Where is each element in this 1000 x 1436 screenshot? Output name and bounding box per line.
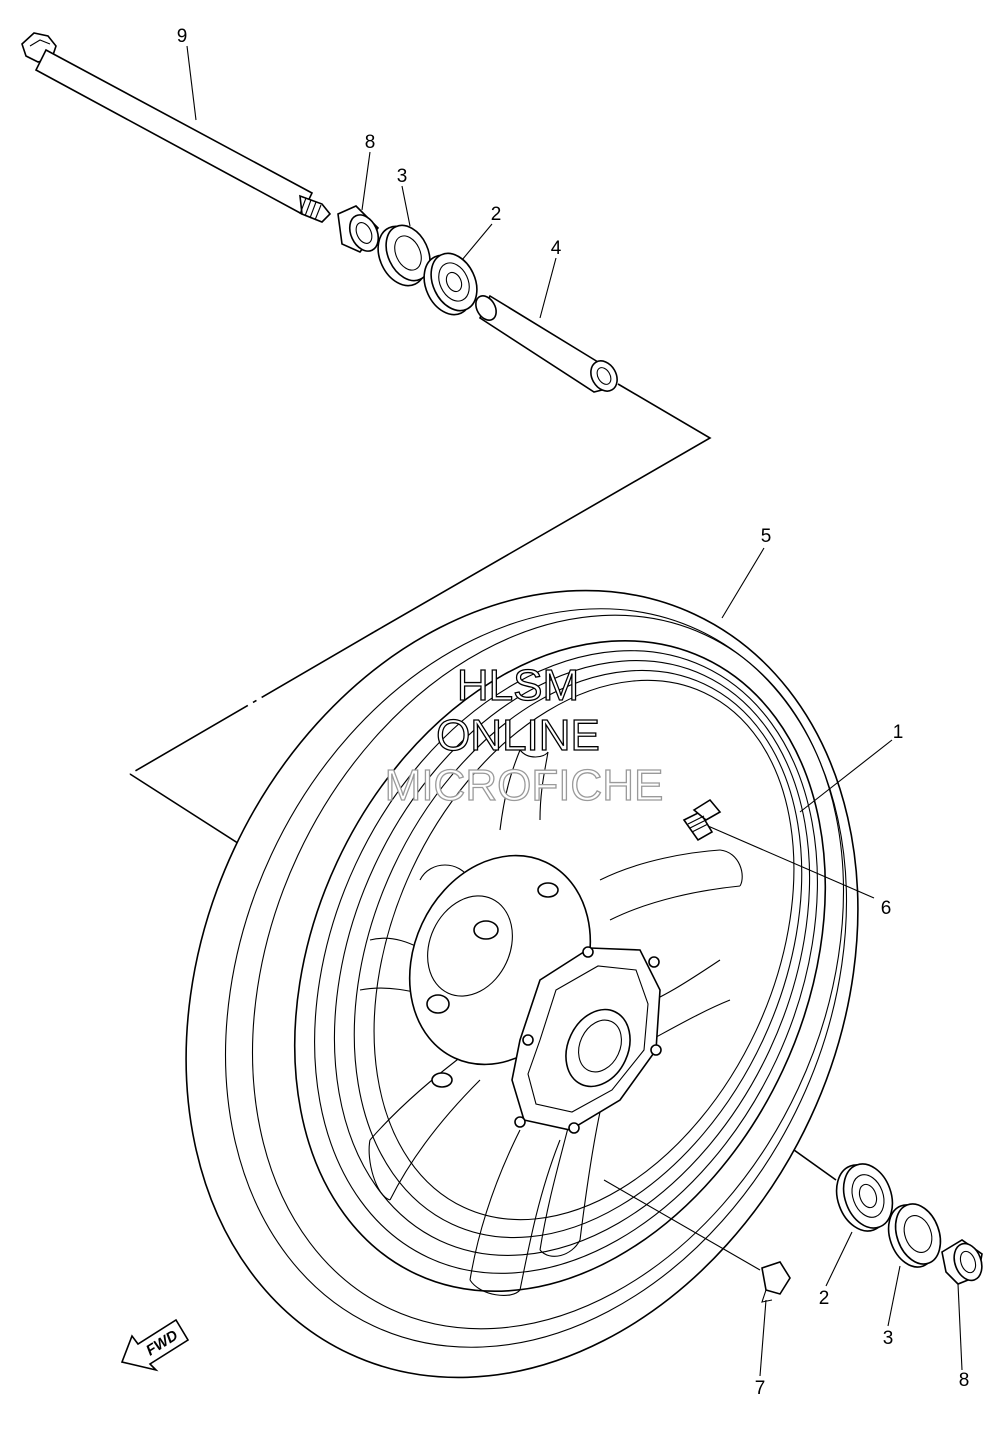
callout-8-top: 8 xyxy=(365,132,376,153)
disc-mount-flange xyxy=(511,946,662,1134)
oil-seal-top xyxy=(377,224,431,287)
watermark-line-1: HLSM xyxy=(457,661,579,710)
wheel-assembly xyxy=(185,589,859,1379)
valve-stem xyxy=(682,798,722,842)
arrow-icon xyxy=(120,1318,190,1372)
callout-9: 9 xyxy=(177,26,188,47)
bearing-top xyxy=(423,252,478,316)
wheel-spokes xyxy=(359,749,743,1296)
fwd-direction-indicator: FWD xyxy=(120,1318,190,1372)
balance-weight xyxy=(761,1261,791,1303)
callout-5: 5 xyxy=(761,526,772,547)
oil-seal-bottom xyxy=(887,1203,942,1268)
watermark-line-2: ONLINE xyxy=(436,711,600,760)
callout-numbers: 9 8 3 2 4 5 1 6 2 3 8 7 xyxy=(177,26,970,1399)
callout-8-bottom: 8 xyxy=(959,1370,970,1391)
collar-bottom xyxy=(941,1239,983,1285)
callout-6: 6 xyxy=(881,898,892,919)
callout-2-top: 2 xyxy=(491,204,502,225)
leader-lines xyxy=(186,45,963,1377)
callout-4: 4 xyxy=(551,238,562,259)
callout-1: 1 xyxy=(893,722,904,743)
callout-2-bottom: 2 xyxy=(819,1288,830,1309)
callout-3-top: 3 xyxy=(397,166,408,187)
collar-top xyxy=(337,205,380,253)
callout-3-bottom: 3 xyxy=(883,1328,894,1349)
bearing-bottom xyxy=(835,1163,894,1232)
watermark: HLSM ONLINE MICROFICHE xyxy=(384,660,664,810)
callout-7: 7 xyxy=(755,1378,766,1399)
axle-shaft xyxy=(21,32,332,223)
spacer-tube xyxy=(475,294,618,393)
watermark-line-3: MICROFICHE xyxy=(385,761,664,810)
